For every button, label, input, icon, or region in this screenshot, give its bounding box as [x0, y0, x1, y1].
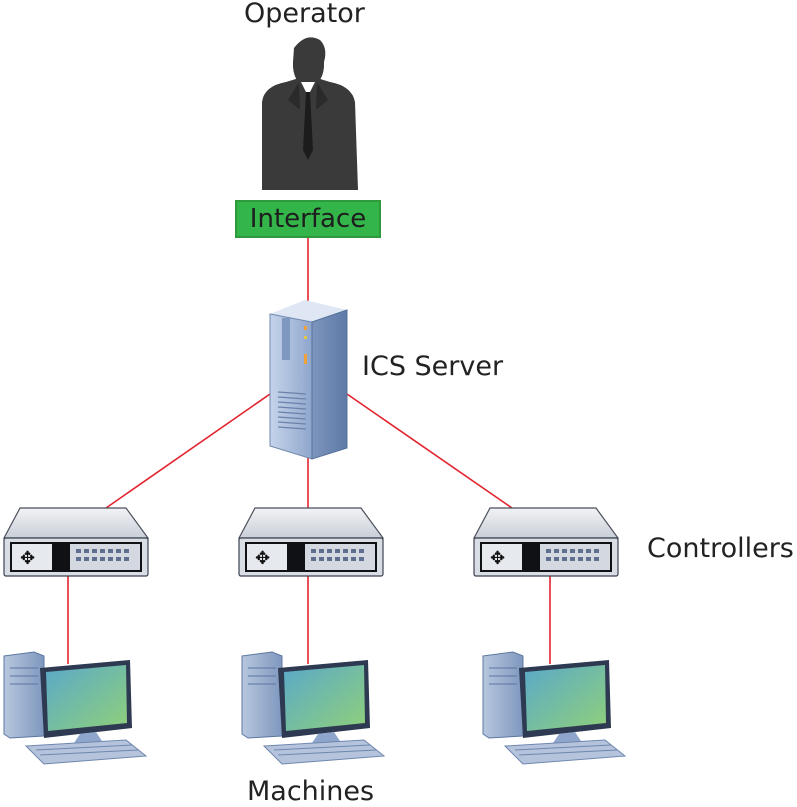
machine-middle: [241, 651, 386, 765]
svg-text:✥: ✥: [20, 548, 35, 569]
links: [67, 238, 551, 664]
controllers-label: Controllers: [647, 533, 794, 564]
link-server-controller-left: [105, 393, 271, 509]
svg-text:✥: ✥: [490, 548, 505, 569]
link-server-controller-right: [346, 393, 513, 509]
controller-left: ✥: [3, 507, 150, 577]
controller-middle: ✥: [238, 507, 385, 577]
operator-label: Operator: [244, 0, 365, 29]
svg-text:✥: ✥: [255, 548, 270, 569]
machine-left: [3, 651, 148, 765]
ics-server-label: ICS Server: [362, 351, 504, 382]
machines-label: Machines: [247, 776, 375, 807]
server-tower-icon: [269, 300, 348, 460]
interface-box: Interface: [235, 200, 381, 238]
machine-right: [482, 651, 627, 765]
controller-right: ✥: [473, 507, 620, 577]
operator-person-icon: [262, 37, 358, 190]
